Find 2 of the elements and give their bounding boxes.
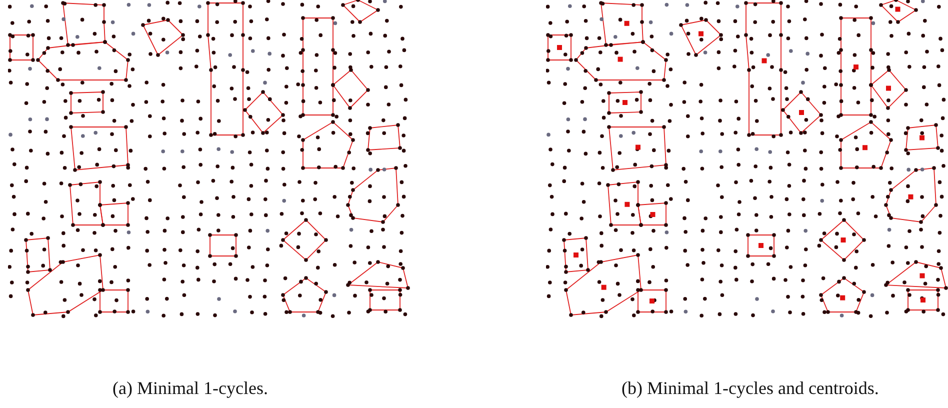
caption: (a) Minimal 1-cycles. [112, 378, 268, 399]
caption: (b) Minimal 1-cycles and centroids. [622, 378, 879, 399]
